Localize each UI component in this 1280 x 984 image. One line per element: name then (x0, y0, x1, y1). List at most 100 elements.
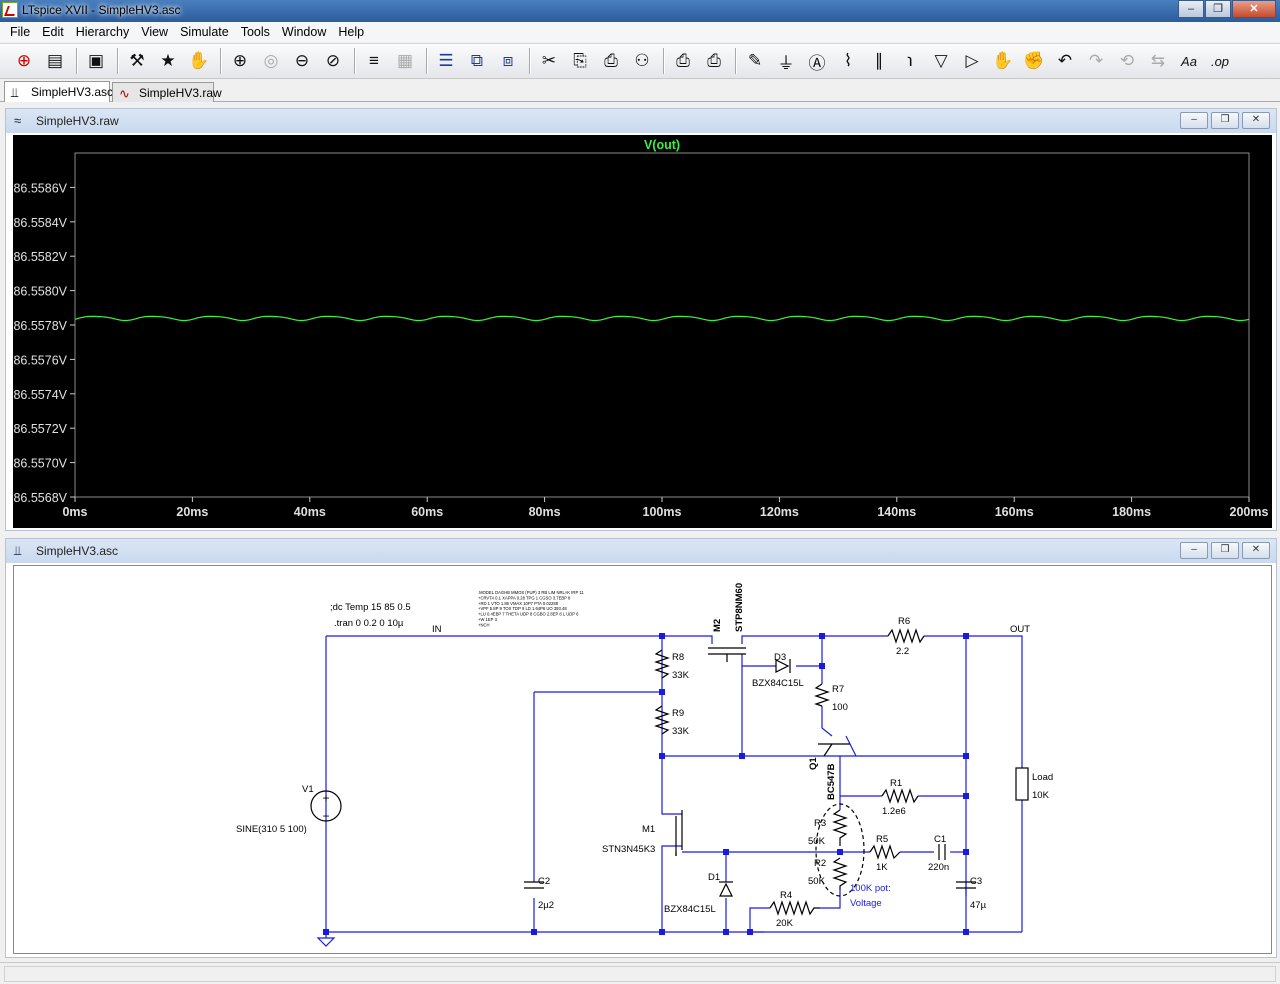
rotate-icon[interactable]: ⟲ (1119, 51, 1135, 70)
load-symbol[interactable] (1015, 767, 1029, 801)
cascade-icon[interactable]: ⧉ (470, 51, 484, 70)
drag-icon[interactable]: ✊ (1023, 51, 1045, 70)
spice-model-text[interactable]: .MODEL DAGHB MMOS (PUP) 3 RB LIM NRL×K I… (478, 590, 584, 627)
r4-symbol[interactable] (769, 900, 820, 916)
restore-child-button[interactable]: ❒ (1211, 112, 1239, 129)
r1-symbol[interactable] (881, 788, 919, 804)
inductor-icon[interactable]: ℩ (907, 51, 913, 70)
resistor-icon[interactable]: ⌇ (843, 51, 853, 70)
directive-tran[interactable]: .tran 0 0.2 0 10µ (334, 618, 404, 629)
pot-note-line2[interactable]: Voltage (850, 898, 882, 909)
d3-symbol[interactable] (775, 659, 791, 673)
tile-vertical-icon[interactable]: ⧈ (502, 51, 514, 70)
maximize-button[interactable]: ❒ (1205, 0, 1231, 18)
r9-symbol[interactable] (654, 705, 670, 735)
d3-name: D3 (774, 652, 786, 663)
menu-view[interactable]: View (141, 25, 169, 39)
close-button[interactable]: ✕ (1232, 0, 1276, 18)
r4-value: 20K (776, 918, 794, 929)
zoom-pan-icon[interactable]: ◎ (263, 51, 279, 70)
plot-frame (74, 152, 1250, 498)
schematic-window: ⫫ SimpleHV3.asc – ❒ ✕ (5, 538, 1277, 958)
new-schematic-icon[interactable]: ⊕ (16, 51, 32, 70)
zoom-fit-icon[interactable]: ⊘ (325, 51, 341, 70)
zoom-out-icon[interactable]: ⊖ (294, 51, 310, 70)
redo-icon[interactable]: ↷ (1088, 51, 1104, 70)
restore-child-button[interactable]: ❒ (1211, 542, 1239, 559)
mirror-icon[interactable]: ⇆ (1150, 51, 1166, 70)
run-icon[interactable]: ★ (160, 51, 176, 70)
cut-icon[interactable]: ✂ (541, 51, 557, 70)
r3-symbol[interactable] (832, 809, 848, 846)
toolbar-separator (529, 48, 531, 74)
undo-icon[interactable]: ↶ (1057, 51, 1073, 70)
print-icon[interactable]: ⎙ (707, 51, 721, 70)
trace-vout (74, 315, 1250, 322)
menu-edit[interactable]: Edit (42, 25, 64, 39)
y-tick-label: 86.5580V (13, 285, 67, 299)
close-child-button[interactable]: ✕ (1242, 542, 1270, 559)
m1-symbol[interactable] (675, 810, 683, 856)
r7-symbol[interactable] (814, 683, 830, 707)
find-icon[interactable]: ⚇ (634, 51, 650, 70)
schematic-canvas[interactable]: + − ;dc Temp 15 85 0.5 .tran 0 0.2 0 10µ… (13, 565, 1272, 954)
diode-icon[interactable]: ▽ (934, 51, 948, 70)
r8-symbol[interactable] (654, 649, 670, 679)
x-tick-label: 60ms (411, 505, 443, 519)
m2-symbol[interactable] (708, 647, 746, 662)
menu-window[interactable]: Window (281, 25, 327, 39)
minimize-child-button[interactable]: – (1180, 542, 1208, 559)
waveform-window-titlebar: ≈ SimpleHV3.raw – ❒ ✕ (6, 109, 1276, 133)
grid-icon[interactable]: ▦ (396, 51, 414, 70)
c3-symbol[interactable] (956, 881, 976, 889)
menu-tools[interactable]: Tools (240, 25, 270, 39)
zoom-in-icon[interactable]: ⊕ (232, 51, 248, 70)
q1-symbol[interactable] (818, 743, 850, 757)
menu-file[interactable]: File (10, 25, 31, 39)
m2-value: STP8NM60 (734, 583, 745, 632)
menu-simulate[interactable]: Simulate (180, 25, 229, 39)
v1-symbol[interactable] (310, 790, 342, 822)
x-tick-label: 160ms (995, 505, 1034, 519)
control-panel-icon[interactable]: ⚒ (129, 51, 145, 70)
d3-value: BZX84C15L (752, 678, 804, 689)
ground-icon[interactable] (316, 937, 336, 947)
print-preview-icon[interactable]: ⎙ (676, 51, 690, 70)
menu-help[interactable]: Help (338, 25, 365, 39)
r2-symbol[interactable] (832, 857, 848, 890)
autorange-icon[interactable]: ≡ (369, 51, 379, 70)
halt-icon[interactable]: ✋ (188, 51, 210, 70)
minimize-button[interactable]: – (1178, 0, 1204, 18)
pot-note-line1[interactable]: 100K pot: (850, 883, 891, 894)
d1-symbol[interactable] (719, 881, 733, 897)
component-icon[interactable]: ▷ (965, 51, 979, 70)
tab-waveform[interactable]: ∿ SimpleHV3.raw (112, 82, 222, 102)
net-label-in[interactable]: IN (432, 624, 442, 635)
spice-model-line: +LU 0.4EBP 7 THETA UDP 8 CGBO 2.8EP 8 L … (478, 612, 579, 617)
c2-symbol[interactable] (524, 881, 544, 889)
r5-symbol[interactable] (869, 844, 901, 860)
draw-wire-icon[interactable]: ✎ (747, 51, 763, 70)
paste-icon[interactable]: ⎙ (604, 51, 618, 70)
spice-directive-icon[interactable]: .op (1210, 53, 1230, 69)
c1-symbol[interactable] (938, 844, 946, 860)
minimize-child-button[interactable]: – (1180, 112, 1208, 129)
toolbar-separator (117, 48, 119, 74)
net-label-out[interactable]: OUT (1010, 624, 1030, 635)
m2-name: M2 (712, 619, 723, 632)
close-child-button[interactable]: ✕ (1242, 112, 1270, 129)
move-icon[interactable]: ✋ (992, 51, 1014, 70)
menu-hierarchy[interactable]: Hierarchy (75, 25, 130, 39)
tab-schematic[interactable]: ⫫ SimpleHV3.asc (4, 81, 113, 102)
open-folder-icon[interactable]: ▤ (46, 51, 64, 70)
text-icon[interactable]: Aa (1181, 53, 1197, 69)
capacitor-icon[interactable]: ∥ (874, 51, 884, 70)
copy-icon[interactable]: ⎘ (573, 51, 587, 70)
directive-dc[interactable]: ;dc Temp 15 85 0.5 (330, 602, 411, 613)
save-icon[interactable]: ▣ (87, 51, 105, 70)
label-net-icon[interactable]: Ⓐ (808, 53, 826, 73)
tile-horizontal-icon[interactable]: ☰ (438, 51, 454, 70)
ground-icon[interactable]: ⏚ (777, 53, 795, 73)
r6-symbol[interactable] (887, 628, 925, 644)
